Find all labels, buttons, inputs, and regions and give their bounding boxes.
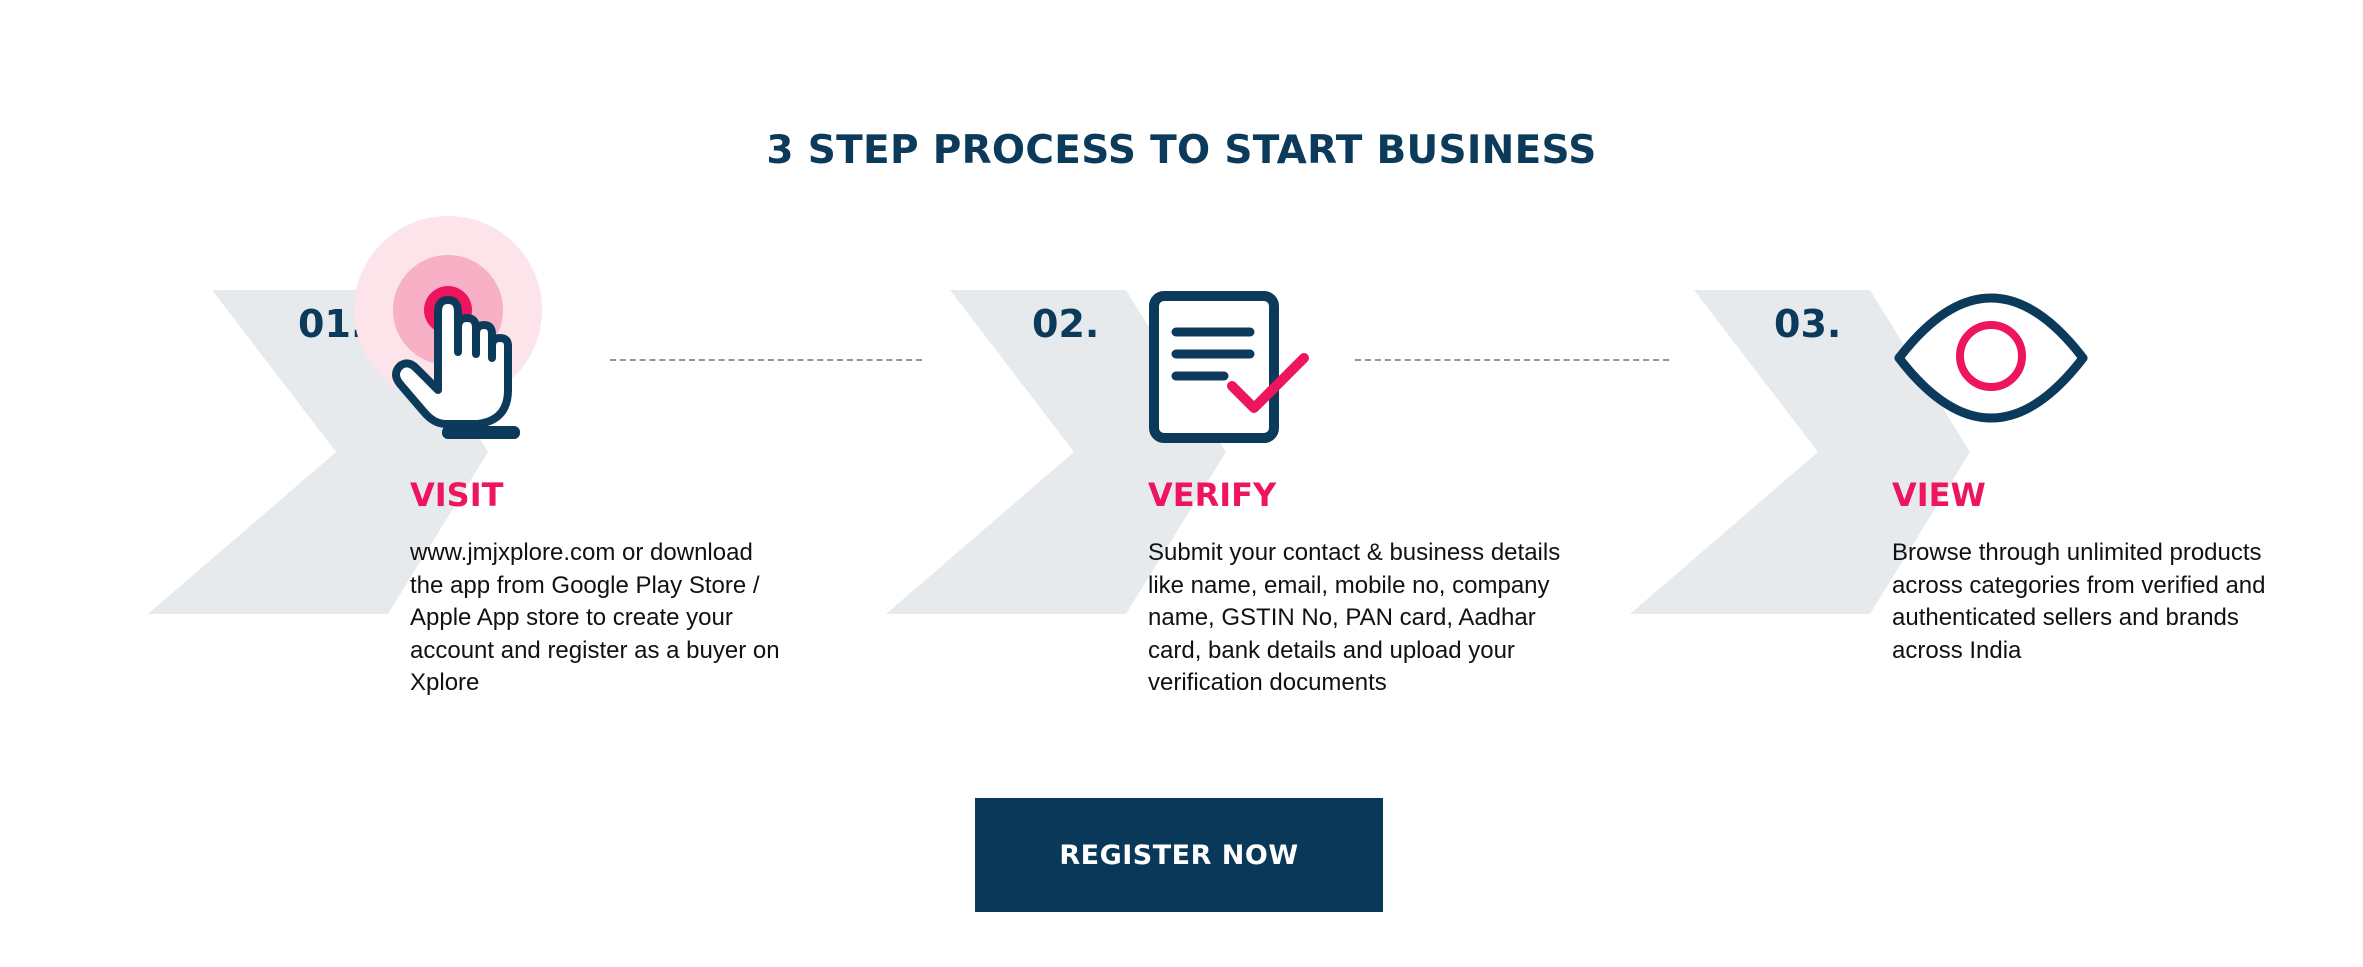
section-title: 3 STEP PROCESS TO START BUSINESS: [766, 128, 1597, 173]
step-3-chevron-graphic: [1630, 290, 1970, 614]
pointer-hand-icon: [354, 216, 542, 439]
register-now-button[interactable]: REGISTER NOW: [975, 798, 1383, 912]
step-3-number: 03.: [1774, 302, 1842, 346]
eye-icon: [1894, 293, 2088, 423]
step-2-to-3-dashed-connector: [1355, 359, 1669, 361]
step-1-description: www.jmjxplore.com or download the app fr…: [410, 539, 780, 696]
step-2-chevron-graphic: [886, 290, 1226, 614]
step-2-title: VERIFY: [1148, 476, 1277, 514]
step-3-description: Browse through unlimited products across…: [1892, 539, 2266, 664]
document-check-icon: [1149, 291, 1309, 443]
step-3-title: VIEW: [1892, 476, 1986, 514]
step-1-title: VISIT: [410, 476, 504, 514]
step-2-number: 02.: [1032, 302, 1100, 346]
step-2-description: Submit your contact & business details l…: [1148, 539, 1561, 696]
step-1-to-2-dashed-connector: [610, 359, 922, 361]
